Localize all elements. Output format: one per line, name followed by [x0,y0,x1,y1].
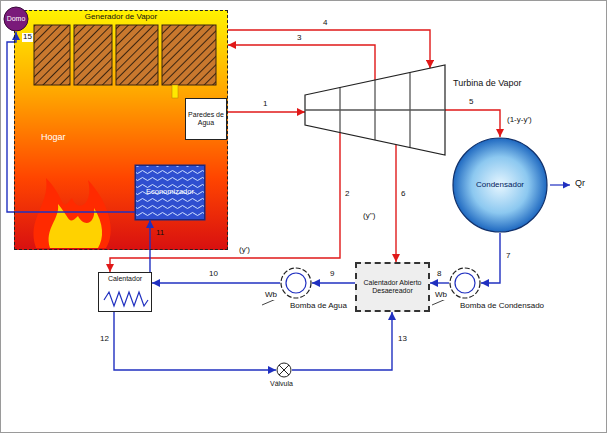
condensate-pump-outline [449,267,481,299]
state-number: 1 [262,100,268,109]
closed-heater-coil [98,272,152,312]
heat-out-arrow [550,184,570,185]
state-number: 12 [99,335,110,344]
node-text: Bomba de Condensado [460,302,544,311]
state-number: 11 [155,229,165,238]
steam-generator: Generador de VaporParedes de AguaEconomi… [14,10,228,250]
callout-number: 15 [22,33,33,42]
state-number: 9 [329,270,335,279]
fraction-label: (y'') [362,212,376,221]
node-text: Economizador [146,188,194,196]
closed-heater-box: Calentador [98,272,152,312]
economizer-box: Economizador [135,165,205,220]
state-number: 4 [322,19,328,28]
fraction-label: (1-y-y') [506,116,533,125]
steam-line [110,133,340,273]
heat-label: Qr [574,179,586,189]
steam-line [228,45,375,80]
open-heater-box: Calentador Abierto Desaereador [355,262,430,312]
superheater-blocks [34,25,216,98]
node-text: Calentador [108,275,142,283]
water-line [149,220,150,272]
node-text: Generador de Vapor [85,13,157,22]
condenser-circle: Condensador [452,137,548,233]
node-text: Turbina de Vapor [453,79,522,89]
water-pump-outline [280,267,312,299]
state-number: 5 [468,98,474,107]
state-number: 13 [397,335,408,344]
furnace-label: Hogar [40,133,67,143]
fraction-label: (y') [238,246,251,255]
water-line [312,282,355,283]
node-text: Bomba de Agua [290,302,347,311]
water-line [152,282,280,283]
economizer-tubes [135,165,205,220]
water-line [7,32,135,212]
water-walls-box: Paredes de Agua [185,98,227,140]
water-line [292,312,392,370]
node-text: Paredes de Agua [188,111,224,126]
state-number: 10 [208,270,219,279]
flames [34,178,111,248]
condensate-pump: Bomba de Condensado [449,267,481,299]
water-line [114,312,276,370]
furnace-ground [14,10,228,250]
state-number: 2 [344,190,350,199]
steam-line [395,144,396,262]
state-number: 7 [505,252,511,261]
water-line [430,282,449,283]
valve-symbol: Válvula [276,362,292,378]
node-text: Domo [7,15,26,23]
drum-circle: Domo [3,6,29,32]
state-number: 6 [400,190,406,199]
work-label: Wb [264,291,278,300]
work-label: Wb [434,291,448,300]
node-text: Condensador [476,181,524,190]
water-pump: Bomba de Agua [280,267,312,299]
water-line [481,233,500,283]
steam-line [228,111,305,112]
state-number: 3 [296,34,302,43]
steam-line [228,30,430,68]
steam-turbine-outline [305,65,445,155]
node-text: Calentador Abierto Desaereador [360,279,425,294]
valve-symbol-outline [276,362,292,378]
node-text: Válvula [270,380,293,388]
steam-turbine: Turbina de Vapor [305,65,445,155]
steam-line [445,110,500,137]
state-number: 8 [436,270,442,279]
